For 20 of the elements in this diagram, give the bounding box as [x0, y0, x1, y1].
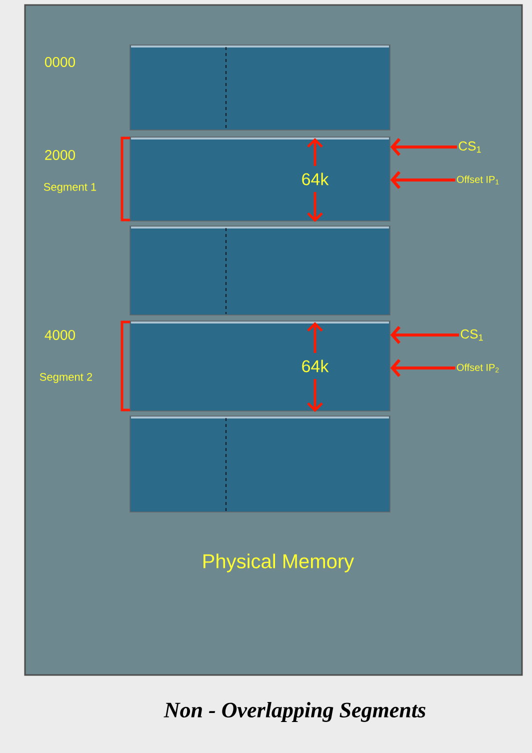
memory-block	[130, 416, 390, 512]
memory-block: 64k	[130, 136, 390, 222]
address-label: 4000	[44, 330, 76, 340]
arrow	[390, 326, 459, 344]
caption: Non - Overlapping Segments	[164, 702, 426, 722]
memory-block	[130, 44, 390, 130]
segment-label: Segment 1	[44, 183, 96, 193]
segment-label: Segment 2	[40, 373, 92, 383]
arrow-label: Offset IP$_{1}$	[456, 176, 499, 184]
memory-block	[130, 226, 390, 316]
arrow-label: Offset IP$_{2}$	[456, 364, 499, 372]
arrow	[390, 359, 456, 377]
arrow-label: CS$_{1}$	[460, 329, 483, 341]
arrow	[390, 138, 457, 156]
memory-label: Physical Memory	[204, 554, 354, 572]
arrow-label: CS$_{1}$	[458, 141, 481, 153]
address-label: 2000	[45, 150, 76, 160]
memory-block: 64k	[130, 320, 390, 412]
arrow	[390, 171, 456, 189]
address-label: 0000	[44, 57, 76, 67]
